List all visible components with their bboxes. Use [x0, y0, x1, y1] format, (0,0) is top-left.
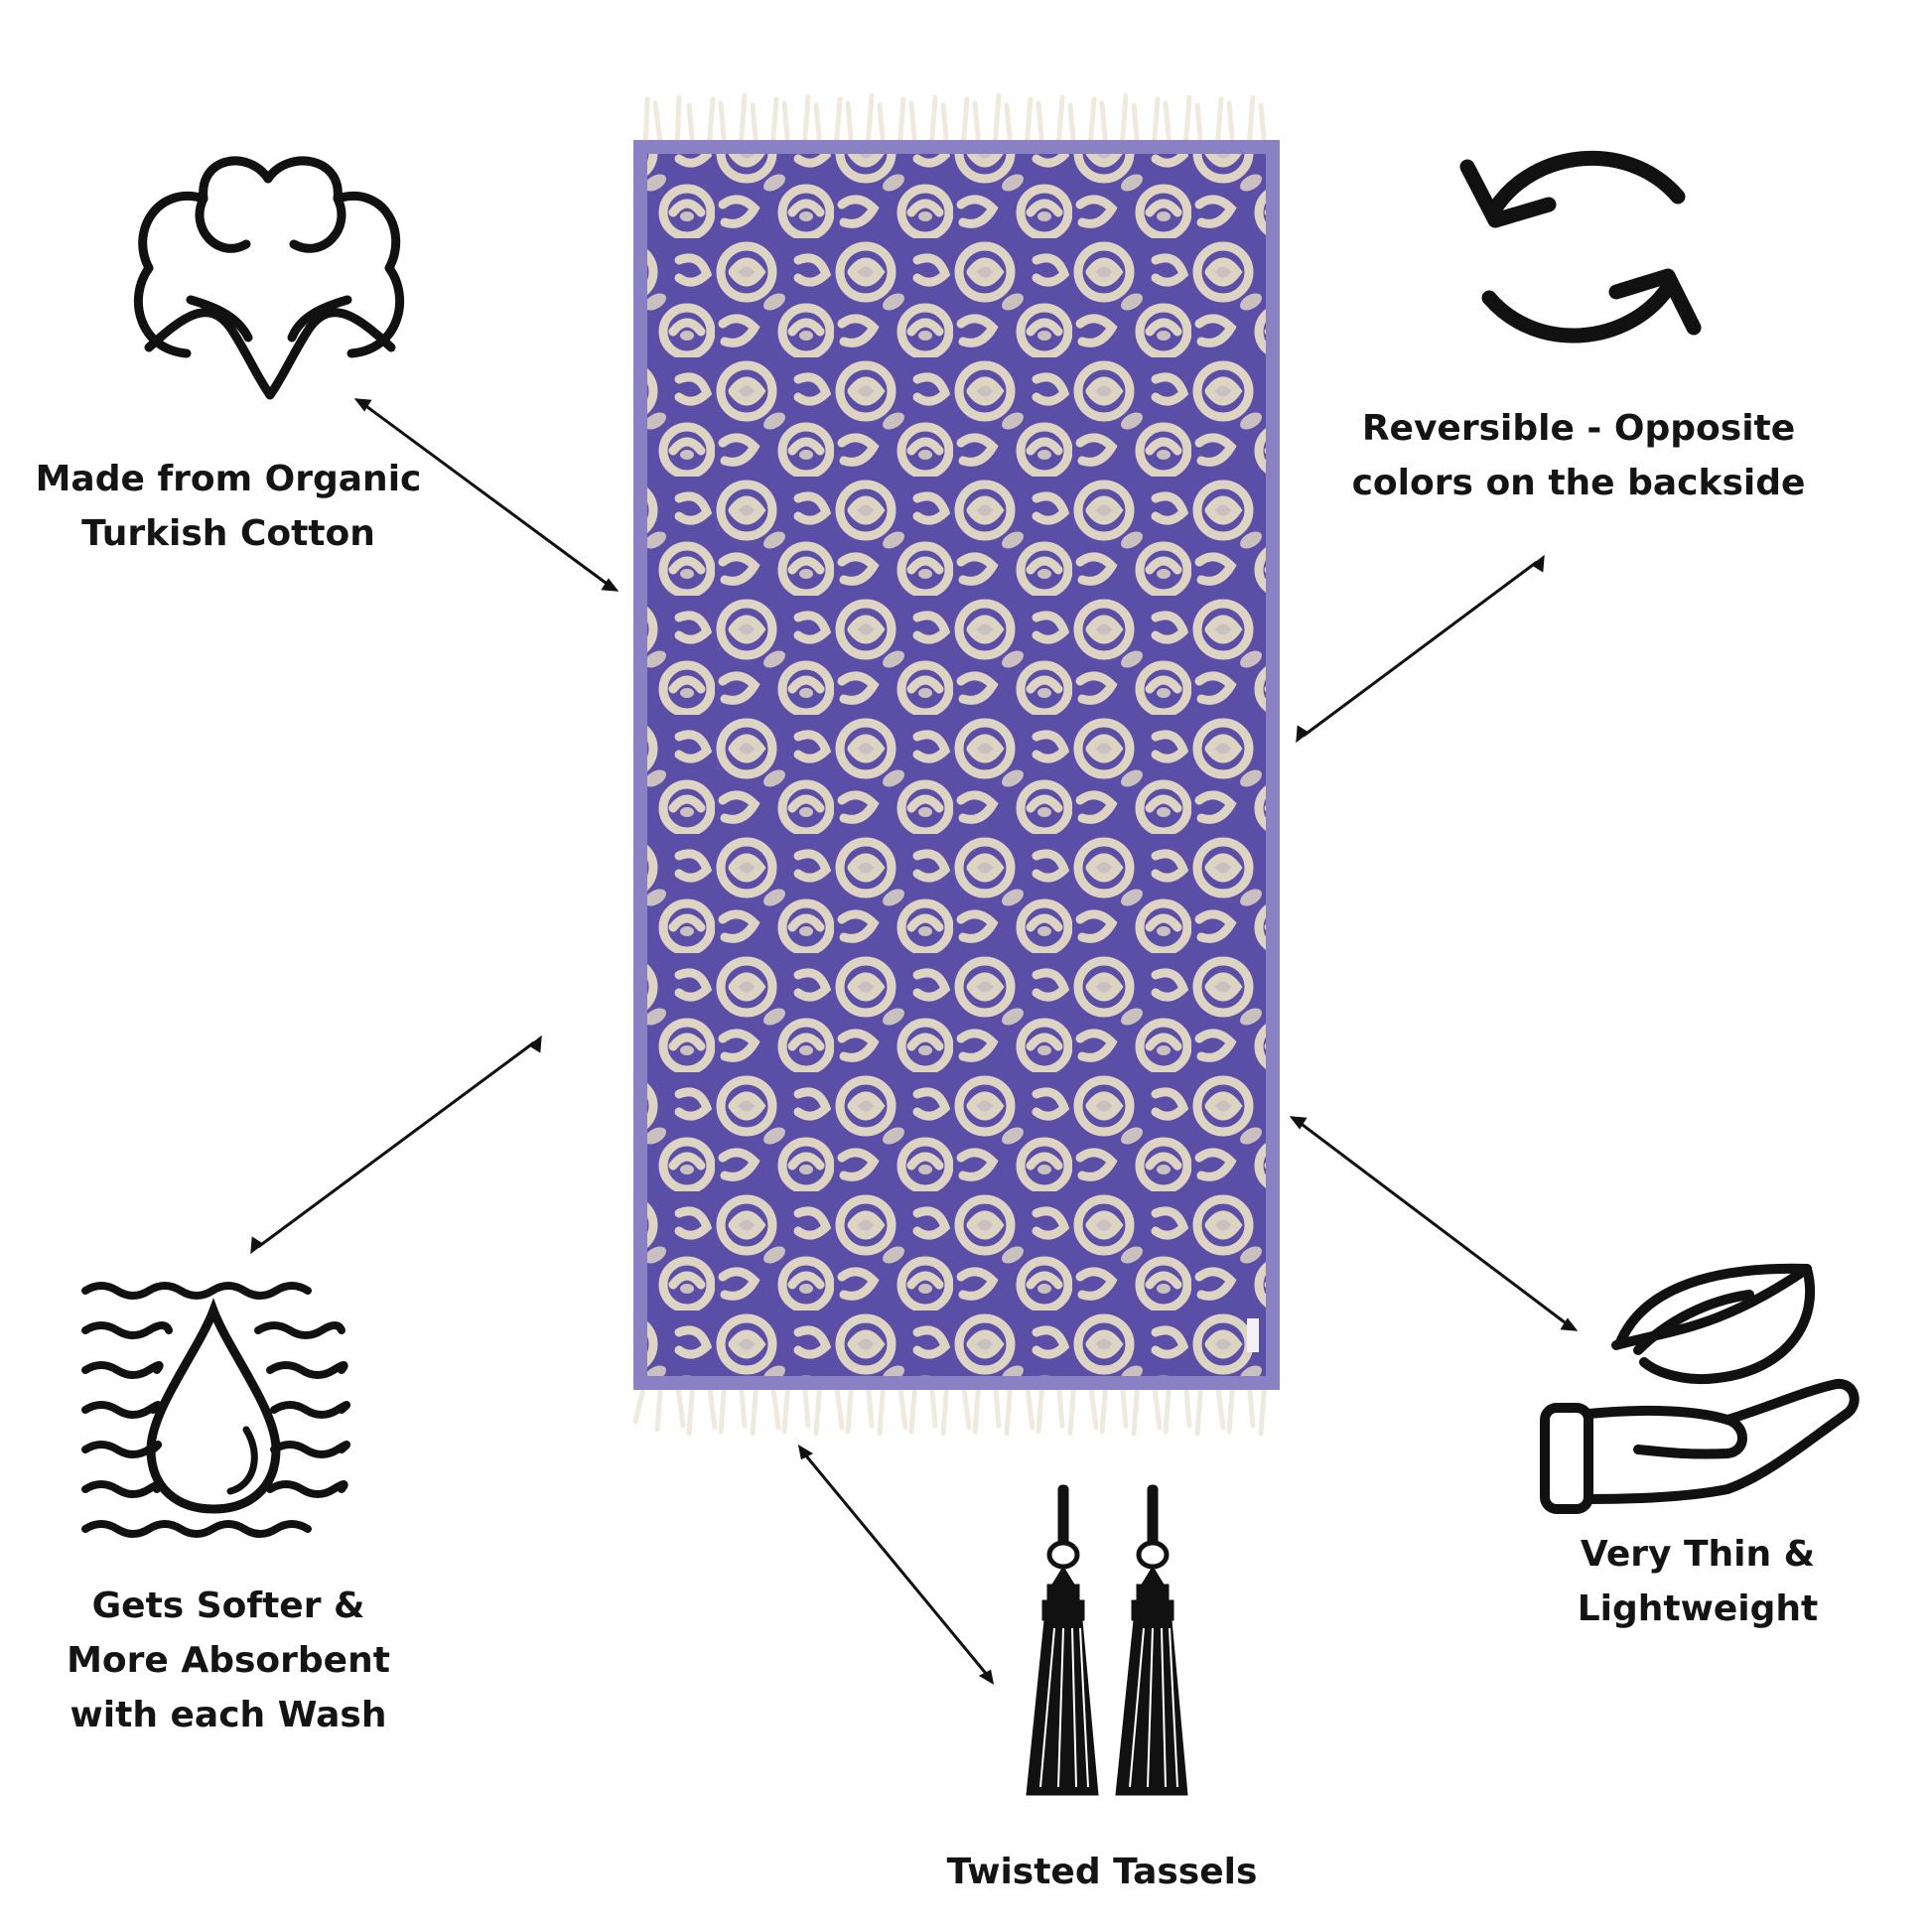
feature-label-line: Lightweight — [1577, 1588, 1819, 1629]
feature-label-line: Turkish Cotton — [81, 513, 375, 554]
towel-border — [633, 140, 1280, 1390]
feature-label-line: Reversible - Opposite — [1361, 408, 1796, 449]
water-drop-waves-icon — [81, 1282, 351, 1538]
feature-label-line: Twisted Tassels — [946, 1852, 1258, 1892]
tassel-left — [1026, 1484, 1099, 1796]
pointer-light — [1289, 1116, 1579, 1331]
feature-label-line: Made from Organic — [35, 459, 422, 499]
feature-label-line: colors on the backside — [1351, 463, 1806, 503]
feature-label-softer: Gets Softer & More Absorbent with each W… — [30, 1579, 427, 1742]
feature-label-line: Very Thin & — [1580, 1534, 1816, 1575]
feature-label-line: with each Wash — [69, 1695, 387, 1735]
leaf-hand-icon — [1540, 1263, 1860, 1514]
towel-product — [632, 92, 1280, 1437]
feature-label-cotton: Made from Organic Turkish Cotton — [20, 452, 437, 561]
pointer-tassels — [797, 1444, 995, 1686]
tassel-right — [1115, 1484, 1188, 1796]
cotton-boll-icon — [133, 156, 405, 400]
pointer-lines — [250, 398, 1579, 1686]
pointer-softer — [250, 1035, 542, 1255]
tassels-icon — [1026, 1484, 1188, 1796]
towel-tag — [1247, 1318, 1259, 1352]
feature-label-line: Gets Softer & — [91, 1586, 365, 1626]
towel-body — [640, 147, 1273, 1383]
feature-label-tassels: Twisted Tassels — [894, 1845, 1311, 1899]
pointer-reversible — [1296, 554, 1545, 744]
feature-label-line: More Absorbent — [67, 1640, 390, 1681]
reverse-arrows-icon — [1459, 150, 1702, 344]
feature-label-reversible: Reversible - Opposite colors on the back… — [1320, 401, 1837, 510]
feature-label-lightweight: Very Thin & Lightweight — [1549, 1527, 1847, 1636]
pointer-cotton — [353, 398, 620, 592]
